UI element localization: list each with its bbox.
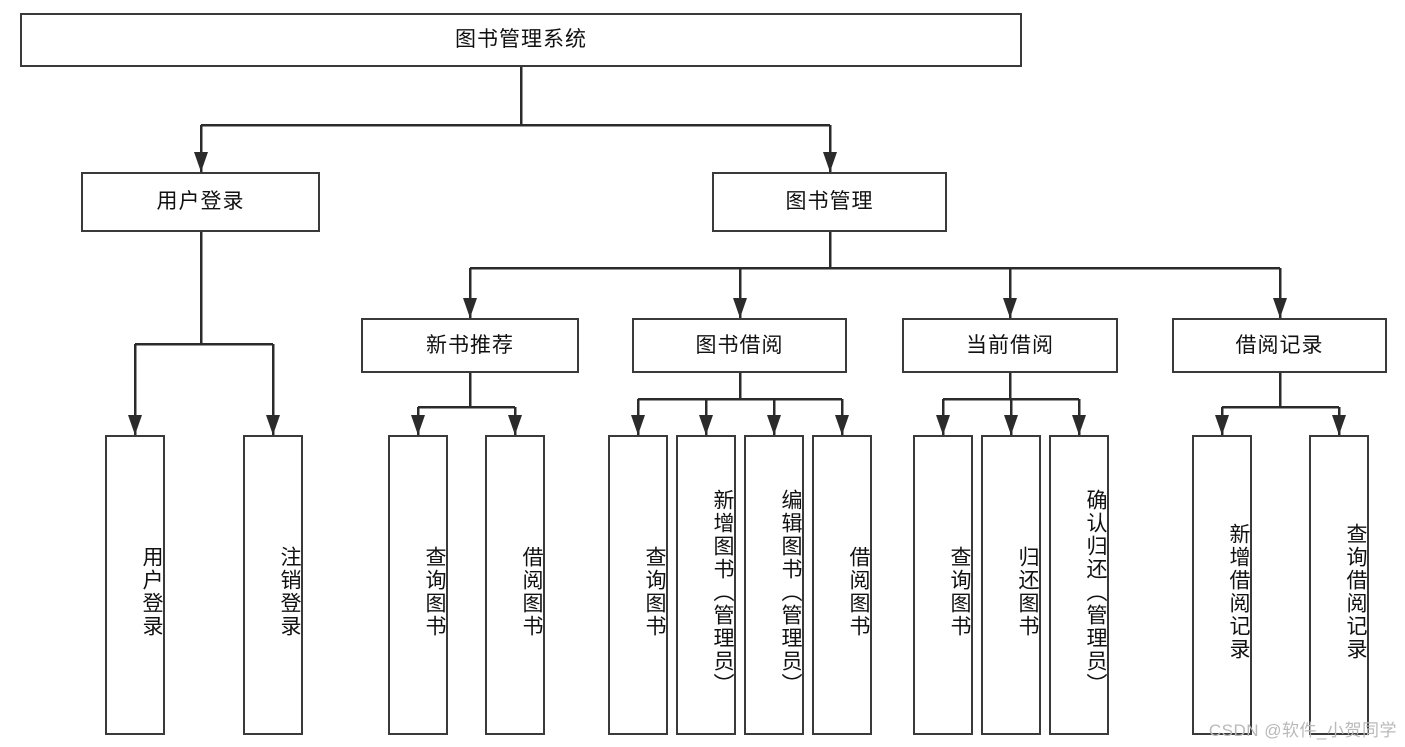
node-book-manage[interactable]: 图书管理 xyxy=(712,172,947,232)
node-label: 归还图书 xyxy=(1016,546,1039,638)
node-label: 借阅图书 xyxy=(520,546,543,638)
node-leaf-return-book[interactable]: 归还图书 xyxy=(981,435,1041,735)
node-label: 编辑图书（管理员） xyxy=(779,488,802,696)
node-leaf-query-record[interactable]: 查询借阅记录 xyxy=(1309,435,1369,735)
watermark: CSDN @软件_小贺同学 xyxy=(1208,721,1397,740)
node-label: 确认归还（管理员） xyxy=(1084,488,1107,696)
node-label: 查询借阅记录 xyxy=(1344,523,1367,661)
node-label: 借阅记录 xyxy=(1235,333,1324,357)
node-leaf-logout[interactable]: 注销登录 xyxy=(243,435,303,735)
node-leaf-borrow-book-1[interactable]: 借阅图书 xyxy=(485,435,545,735)
node-label: 图书管理 xyxy=(785,190,874,214)
node-leaf-confirm-return[interactable]: 确认归还（管理员） xyxy=(1049,435,1109,735)
node-borrow-record[interactable]: 借阅记录 xyxy=(1172,318,1387,373)
node-label: 新增图书（管理员） xyxy=(711,488,734,696)
node-user-login[interactable]: 用户登录 xyxy=(81,172,320,232)
node-label: 当前借阅 xyxy=(966,333,1054,357)
node-label: 新增借阅记录 xyxy=(1227,523,1250,661)
node-root[interactable]: 图书管理系统 xyxy=(20,13,1022,67)
node-leaf-user-login[interactable]: 用户登录 xyxy=(105,435,165,735)
node-label: 查询图书 xyxy=(423,546,446,638)
node-label: 图书借阅 xyxy=(695,333,784,357)
node-label: 查询图书 xyxy=(643,546,666,638)
node-leaf-query-book-1[interactable]: 查询图书 xyxy=(388,435,448,735)
node-leaf-borrow-book-2[interactable]: 借阅图书 xyxy=(812,435,872,735)
node-leaf-edit-book[interactable]: 编辑图书（管理员） xyxy=(744,435,804,735)
node-current-borrow[interactable]: 当前借阅 xyxy=(902,318,1118,373)
node-leaf-add-record[interactable]: 新增借阅记录 xyxy=(1192,435,1252,735)
node-label: 用户登录 xyxy=(156,190,245,214)
node-label: 查询图书 xyxy=(948,546,971,638)
node-book-borrow[interactable]: 图书借阅 xyxy=(632,318,847,373)
node-leaf-add-book[interactable]: 新增图书（管理员） xyxy=(676,435,736,735)
node-leaf-query-book-2[interactable]: 查询图书 xyxy=(608,435,668,735)
node-label: 借阅图书 xyxy=(847,546,870,638)
node-label: 注销登录 xyxy=(278,546,301,638)
node-new-book-recommend[interactable]: 新书推荐 xyxy=(361,318,579,373)
node-label: 用户登录 xyxy=(140,546,163,638)
node-label: 新书推荐 xyxy=(426,333,514,357)
node-leaf-query-book-3[interactable]: 查询图书 xyxy=(913,435,973,735)
node-label: 图书管理系统 xyxy=(455,28,587,52)
